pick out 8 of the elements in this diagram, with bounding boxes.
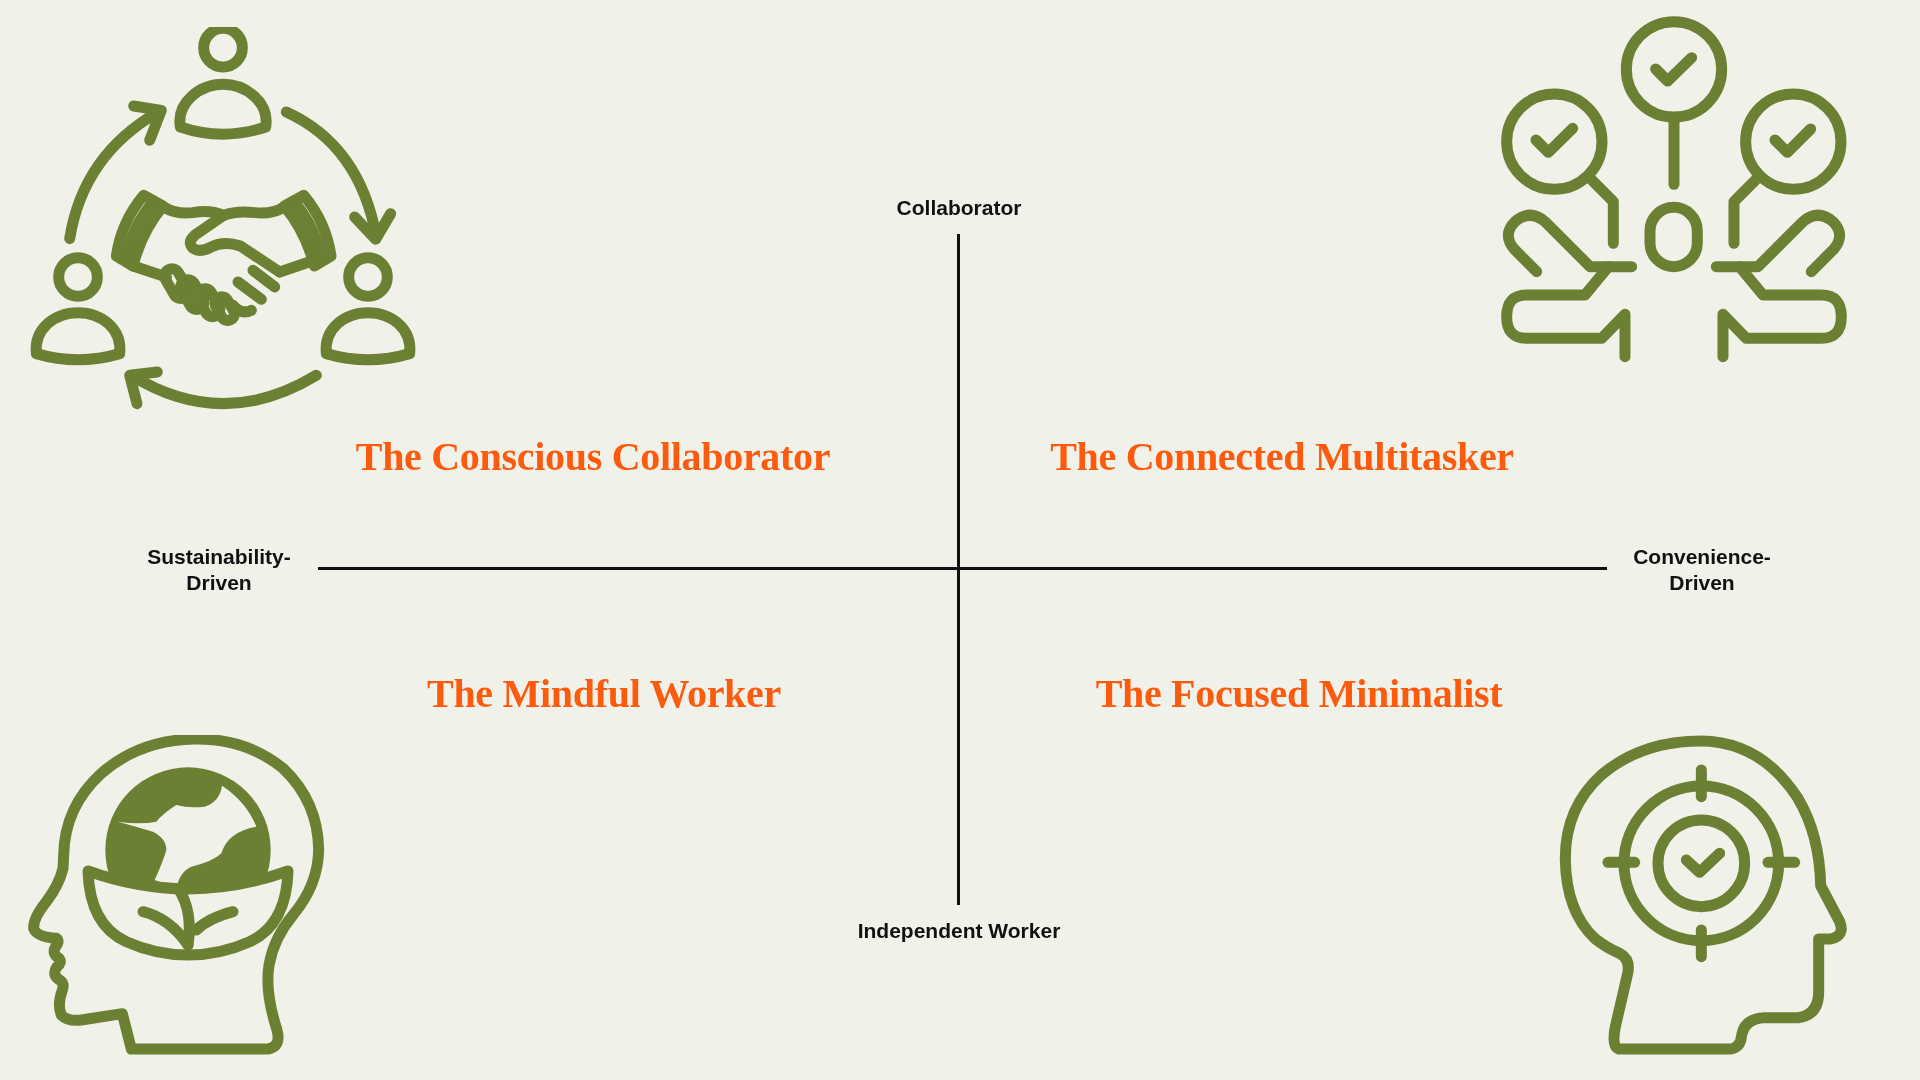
quadrant-title: The Focused Minimalist xyxy=(1095,670,1503,718)
axis-label: Independent Worker xyxy=(857,918,1061,944)
quadrant-title: The Connected Multitasker xyxy=(1050,433,1514,481)
quadrant-title: The Conscious Collaborator xyxy=(355,433,831,481)
axis-label: Convenience-Driven xyxy=(1633,544,1771,596)
axis-label: Sustainability-Driven xyxy=(147,544,291,596)
axis-label: Collaborator xyxy=(896,195,1022,221)
quadrant-title: The Mindful Worker xyxy=(427,670,781,718)
